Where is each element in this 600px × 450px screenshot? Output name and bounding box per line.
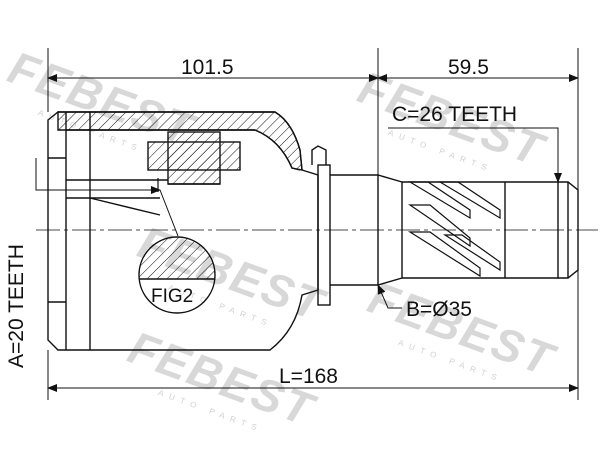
shaft xyxy=(402,181,559,279)
spline-teeth xyxy=(407,181,501,278)
diameter-label-b: B=Ø35 xyxy=(406,298,472,321)
total-length-label: L=168 xyxy=(279,365,338,388)
clip xyxy=(311,145,327,165)
fig-label: FIG2 xyxy=(151,286,194,307)
teeth-label-c: C=26 TEETH xyxy=(392,103,518,126)
tripod-hub xyxy=(167,131,221,185)
dim-label-right: 59.5 xyxy=(448,56,489,79)
shaft-end xyxy=(558,181,579,279)
flange xyxy=(317,164,331,306)
leader-a xyxy=(35,158,161,194)
housing-section xyxy=(57,111,303,171)
teeth-label-a: A=20 TEETH xyxy=(5,244,28,368)
fig-leader xyxy=(159,189,179,237)
leader-b xyxy=(377,284,402,309)
shaft-neck xyxy=(330,174,403,286)
leader-c xyxy=(388,127,562,183)
dim-label-left: 101.5 xyxy=(181,56,234,79)
